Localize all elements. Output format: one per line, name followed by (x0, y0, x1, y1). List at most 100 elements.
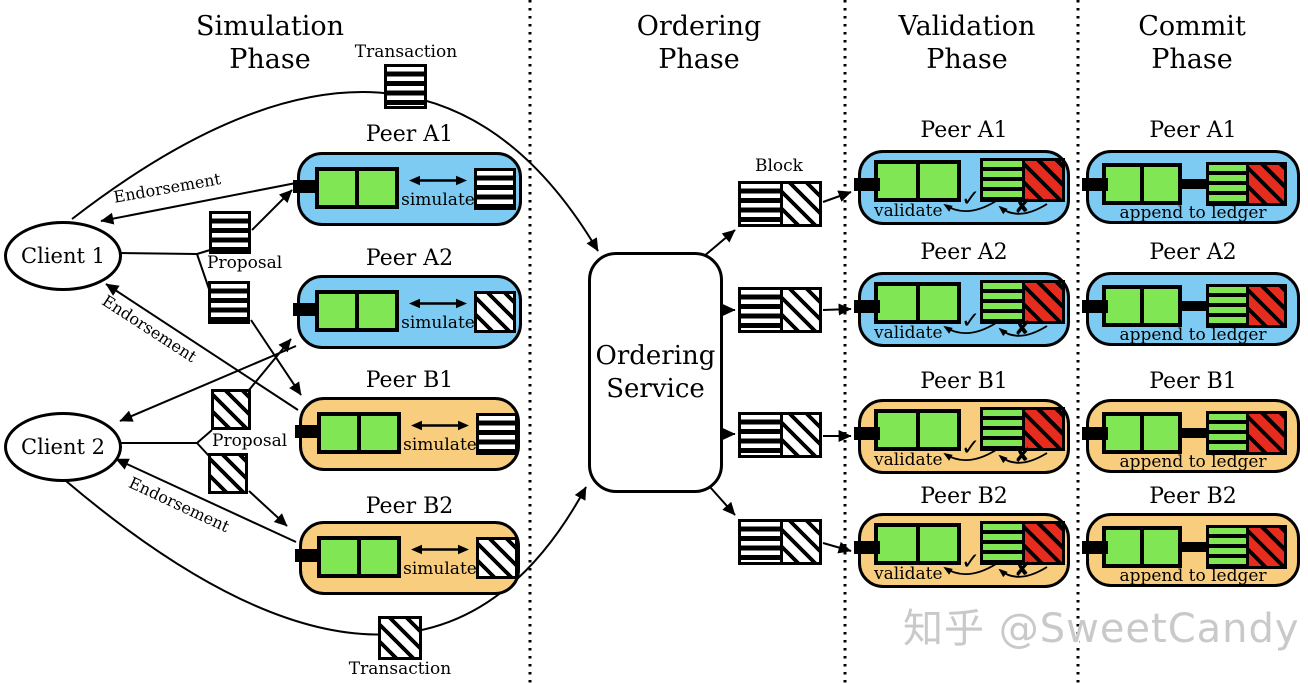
val-peer-a2: validate ✓ ✘ (854, 272, 1070, 347)
simulate-action: simulate (400, 172, 476, 210)
peer-port-icon (854, 178, 880, 191)
sim-peer-b2: simulate (295, 521, 520, 595)
peer-port-icon (295, 549, 321, 562)
commit-phase-title: Commit Phase (1138, 11, 1246, 75)
peer-port-icon (854, 300, 880, 313)
valid-check-icon: ✓ (961, 435, 981, 461)
validation-arrows (943, 322, 1048, 337)
proposal-striped-icon-1 (209, 211, 251, 254)
simulate-label: simulate (401, 313, 475, 333)
simulate-label: simulate (403, 435, 477, 455)
append-to-ledger-label: append to ledger (1119, 452, 1267, 472)
world-state-icon (1102, 526, 1182, 568)
double-arrow-icon (411, 420, 469, 431)
endorsement-arrow-peer-b1-client1 (105, 283, 299, 411)
commit-peer-b2: append to ledger (1082, 513, 1300, 587)
simulate-action: simulate (400, 295, 476, 333)
double-arrow-icon (409, 175, 467, 186)
world-state-icon (317, 536, 401, 578)
client-2-label: Client 2 (21, 435, 105, 459)
validated-block-icon (980, 521, 1065, 565)
ordering-phase-title: Ordering Phase (636, 11, 762, 75)
world-state-icon (317, 412, 401, 454)
validated-block-icon (980, 407, 1065, 451)
val-peer-b1: validate ✓ ✘ (854, 399, 1070, 474)
client1-proposal-stem (117, 249, 211, 290)
arrow-block4-peer-b2 (822, 541, 852, 554)
ordering-service-box: Ordering Service (588, 252, 723, 493)
world-state-icon (874, 409, 961, 451)
peer-port-icon (293, 303, 319, 316)
peer-port-icon (1082, 178, 1108, 191)
endorsement-arrow-peer-b2-client2 (115, 458, 297, 543)
transaction-hatched-icon (474, 291, 516, 333)
transaction-arc-client1-ordering (71, 91, 599, 252)
validate-label: validate (874, 564, 943, 584)
invalid-cross-icon: ✘ (1014, 557, 1031, 581)
world-state-icon (315, 290, 399, 332)
append-to-ledger-label: append to ledger (1119, 325, 1267, 345)
proposal-arrow-client2-peer-b2 (248, 490, 288, 527)
validated-block-icon (1206, 284, 1287, 328)
commit-peer-a2: append to ledger (1082, 272, 1300, 346)
val-peer-a2-title: Peer A2 (920, 240, 1008, 265)
val-peer-a1: validate ✓ ✘ (854, 150, 1070, 225)
transaction-striped-icon (476, 413, 518, 455)
validate-label: validate (874, 201, 943, 221)
ledger-link (1180, 542, 1208, 552)
peer-port-icon (1082, 541, 1108, 554)
ledger-link (1180, 428, 1208, 438)
arrow-block1-peer-a1 (822, 190, 852, 203)
valid-check-icon: ✓ (961, 186, 981, 212)
commit-peer-b2-title: Peer B2 (1149, 484, 1237, 509)
block-label: Block (755, 156, 803, 176)
double-arrow-icon (411, 544, 469, 555)
valid-check-icon: ✓ (961, 549, 981, 575)
validation-arrows (943, 449, 1048, 464)
block-icon-3 (738, 412, 822, 458)
commit-peer-b1: append to ledger (1082, 399, 1300, 473)
transaction-top-label: Transaction (354, 42, 458, 62)
invalid-cross-icon: ✘ (1014, 443, 1031, 467)
world-state-icon (1102, 163, 1182, 205)
validation-arrows (943, 563, 1048, 578)
transaction-striped-icon (384, 64, 427, 109)
phase-divider-dotted-lines (528, 0, 1080, 683)
validated-block-icon (980, 158, 1065, 202)
simulation-phase-title: Simulation Phase (196, 11, 344, 75)
peer-port-icon (854, 427, 880, 440)
arrow-ordering-block4 (709, 486, 736, 516)
peer-port-icon (854, 541, 880, 554)
valid-check-icon: ✓ (961, 308, 981, 334)
sim-peer-a2: simulate (293, 275, 522, 349)
sim-peer-b1: simulate (295, 397, 520, 471)
world-state-icon (1102, 412, 1182, 454)
simulate-action: simulate (402, 417, 478, 455)
ordering-service-label: Ordering Service (595, 340, 716, 404)
double-arrow-icon (409, 298, 467, 309)
append-to-ledger-label: append to ledger (1119, 203, 1267, 223)
sim-peer-a1-title: Peer A1 (365, 122, 454, 147)
sim-peer-a1: simulate (293, 152, 522, 226)
peer-port-icon (295, 425, 321, 438)
transaction-arc-client2-ordering (65, 480, 587, 636)
val-peer-b2-title: Peer B2 (920, 484, 1008, 509)
watermark: 知乎 @SweetCandy (903, 606, 1300, 652)
invalid-cross-icon: ✘ (1014, 194, 1031, 218)
world-state-icon (315, 167, 399, 209)
block-icon-1 (738, 181, 822, 227)
world-state-icon (874, 523, 961, 565)
endorsement-arrow-peer-a1-client1 (100, 182, 297, 225)
ledger-link (1180, 301, 1208, 311)
peer-port-icon (1082, 300, 1108, 313)
append-to-ledger-label: append to ledger (1119, 566, 1267, 586)
validated-block-icon (1206, 162, 1287, 206)
proposal-arrow-client1-peer-a1 (251, 189, 293, 231)
invalid-cross-icon: ✘ (1014, 316, 1031, 340)
validation-arrows (943, 200, 1048, 215)
simulate-action: simulate (402, 541, 478, 579)
world-state-icon (874, 160, 961, 202)
validated-block-icon (1206, 525, 1287, 569)
